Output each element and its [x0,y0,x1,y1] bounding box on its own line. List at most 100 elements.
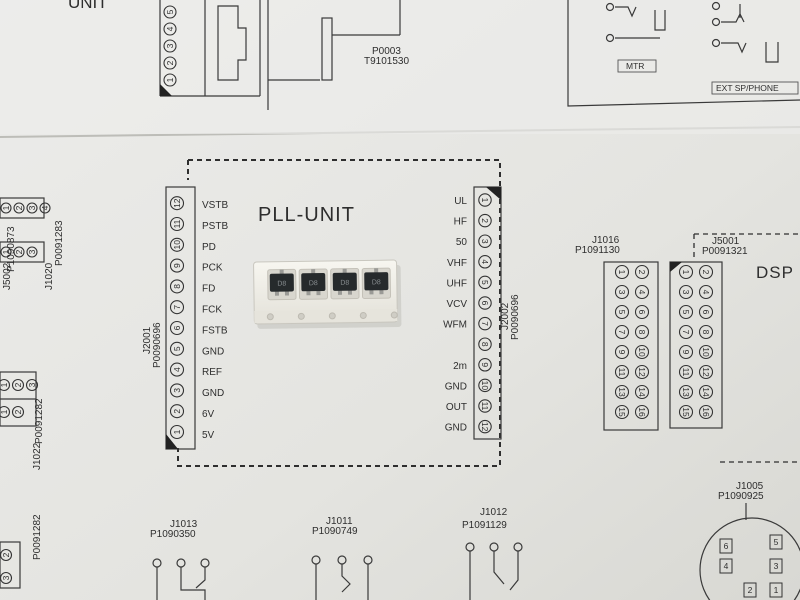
svg-text:9: 9 [681,350,691,355]
j1016-pin-4: 4 [634,284,650,300]
mtr-jack-symbol [605,2,666,43]
right-signal-hf: HF [454,217,467,228]
left-pin-3: 3 [169,383,185,398]
chip-2: D8 [298,268,329,300]
svg-text:12: 12 [172,198,182,208]
right-pin-5: 5 [478,275,492,290]
top-pin-1: 1 [163,73,177,87]
svg-text:6: 6 [172,325,182,330]
svg-text:1: 1 [681,270,691,275]
p0091321: P0091321 [702,246,748,257]
svg-text:2: 2 [748,585,753,595]
svg-text:2: 2 [172,409,182,414]
svg-text:15: 15 [617,407,627,417]
svg-text:1: 1 [0,409,9,414]
svg-text:2: 2 [14,249,24,254]
svg-text:6: 6 [637,310,647,315]
top-pin-5: 5 [163,5,177,19]
svg-text:3: 3 [27,205,37,210]
j5001-pin-12: 12 [698,364,714,380]
j5002-pin-1: 1 [0,246,12,258]
j5001-pin-8: 8 [698,324,714,340]
sprocket-holes [266,311,398,321]
svg-text:4: 4 [480,259,490,264]
left-signal-5v: 5V [202,430,215,441]
svg-text:10: 10 [172,240,182,250]
svg-text:9: 9 [172,263,182,268]
j1016-pin-2: 2 [634,264,650,280]
right-connector-label: J2002 P0090696 [500,294,521,340]
right-signal-gnd: GND [445,381,467,392]
svg-text:5: 5 [617,310,627,315]
chip-marking: D8 [309,280,318,287]
right-signal-out: OUT [446,402,467,413]
svg-text:3: 3 [27,382,37,387]
pin1-marker-right [486,187,501,200]
right-pin-3: 3 [478,234,492,248]
ext-sp-phone-label: EXT SP/PHONE [716,83,779,93]
p1090925: P1090925 [718,491,764,502]
j1020-pin-3: 3 [26,202,38,214]
p1090873: P1090873 [6,226,17,272]
j1016-pin-9: 9 [614,344,630,360]
svg-text:2: 2 [165,60,175,65]
svg-text:4: 4 [172,367,182,372]
j1022: J1022 [32,442,43,470]
j5001-ref: J5001 [712,236,740,247]
left-signal-6v: 6V [202,409,215,420]
top-pin-4: 4 [163,22,177,36]
j1016-pin-10: 10 [634,344,650,360]
chip-3: D8 [330,268,360,300]
svg-text:6: 6 [480,301,490,306]
left-pin-1: 1 [169,424,185,440]
svg-text:15: 15 [681,407,691,417]
svg-text:11: 11 [681,368,691,377]
din-pin-2: 2 [743,582,757,598]
j1020-pin-4: 4 [39,202,51,214]
svg-text:1: 1 [0,382,9,387]
din-pin-3: 3 [769,558,783,574]
right-signal-wfm: WFM [443,320,467,331]
left-signal-pck: PCK [202,263,223,274]
svg-text:7: 7 [617,330,627,335]
p0003-ref: P0003 [372,46,401,57]
svg-text:13: 13 [617,387,627,397]
j5001-pin-10: 10 [698,344,714,360]
j5001-pin-4: 4 [698,284,714,300]
svg-text:6: 6 [701,310,711,315]
chip-marking: D8 [372,279,381,286]
svg-text:9: 9 [617,350,627,355]
svg-text:10: 10 [480,381,490,391]
right-signal-vcv: VCV [446,299,467,310]
ext-jack-symbol [711,1,779,63]
svg-text:6: 6 [724,541,729,551]
left-pin-9: 9 [169,258,185,273]
right-signal-vhf: VHF [447,258,467,269]
p0091282-lower: P0091282 [32,514,43,560]
right-signal-ul: UL [454,196,467,207]
svg-text:11: 11 [172,219,182,228]
p0091283: P0091283 [54,220,65,266]
right-signal-gnd: GND [445,423,467,434]
j1016-pin-5: 5 [614,304,630,320]
j1012-ref: J1012 [480,507,508,518]
component-tape-strip: D8 D8 D8 D8 [253,259,402,329]
svg-text:11: 11 [480,402,490,411]
j2002-ref: J2002 [500,302,511,330]
j2001-part: P0090696 [152,322,163,368]
left-connector-label: J2001 P0090696 [142,322,163,368]
sot23-chips: D8 D8 D8 D8 [267,267,392,301]
j1022-pin-2: 2 [11,378,25,392]
din-pin-6: 6 [719,538,733,554]
svg-text:2: 2 [480,218,490,223]
left-signal-pd: PD [202,242,216,253]
left-signal-ref: REF [202,367,222,378]
left-signal-gnd: GND [202,346,224,357]
chip-1: D8 [267,268,297,301]
j5001-pin-3: 3 [678,284,694,300]
svg-text:1: 1 [165,77,175,82]
